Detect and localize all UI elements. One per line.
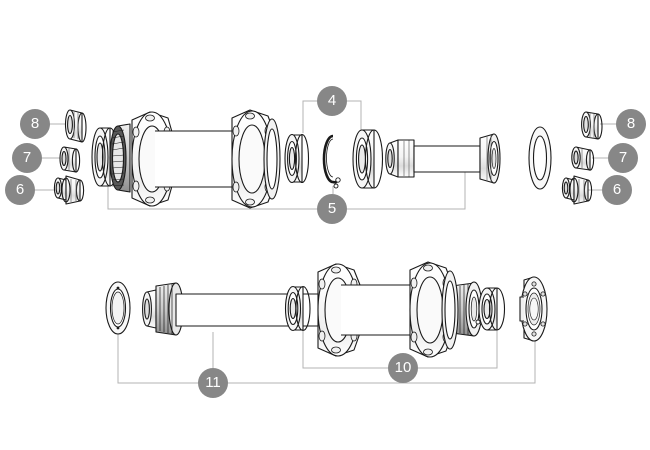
- part-hub-shell-lower: [317, 261, 459, 358]
- callout-badge-10[interactable]: 10: [388, 353, 418, 383]
- lower-assembly: [105, 261, 548, 358]
- callout-badge-7-left[interactable]: 7: [12, 143, 42, 173]
- part-bearing-left-lower: [284, 285, 311, 332]
- part-washer-lower-left: [105, 281, 131, 335]
- callout-badge-6-left[interactable]: 6: [5, 175, 35, 205]
- part-axle-upper: [385, 133, 501, 184]
- callout-badge-5[interactable]: 5: [317, 194, 347, 224]
- part-end-cap-right-6: [561, 175, 593, 205]
- part-bearing-left-upper: [91, 127, 119, 187]
- leader-5-bracket-right: [347, 170, 466, 210]
- part-washer-upper-right: [528, 126, 552, 190]
- callout-badge-11[interactable]: 11: [198, 368, 228, 398]
- leader-4-bracket: [302, 100, 317, 133]
- part-end-cap-left-6: [53, 175, 85, 205]
- leader-lines-group: [35, 100, 616, 384]
- callout-badge-8-left[interactable]: 8: [20, 109, 50, 139]
- callout-badge-4[interactable]: 4: [317, 86, 347, 116]
- callout-badge-7-right[interactable]: 7: [608, 143, 638, 173]
- leader-10-bracket-right: [418, 330, 498, 369]
- part-disc-rotor-flange: [519, 276, 548, 342]
- part-spacer-left-7: [59, 146, 81, 173]
- part-end-cap-left-8: [64, 109, 87, 143]
- part-bearing-right-lower: [478, 287, 506, 331]
- part-bearing-shell-right: [284, 133, 310, 184]
- part-bearing-right-upper: [352, 129, 384, 189]
- leader-4-bracket-right: [347, 100, 362, 133]
- leader-11-bracket-right: [228, 335, 536, 384]
- upper-assembly: [53, 109, 603, 209]
- leader-11-bracket-left: [117, 330, 198, 384]
- leader-10-bracket-left: [302, 330, 388, 369]
- callout-badge-8-right[interactable]: 8: [616, 109, 646, 139]
- part-snap-ring-circlip: [322, 134, 341, 189]
- part-spacer-right-7: [571, 146, 595, 171]
- callout-badge-6-right[interactable]: 6: [602, 175, 632, 205]
- leader-5-bracket-left: [107, 176, 317, 210]
- part-hub-shell-upper: [109, 109, 281, 209]
- part-end-cap-right-8: [581, 111, 603, 140]
